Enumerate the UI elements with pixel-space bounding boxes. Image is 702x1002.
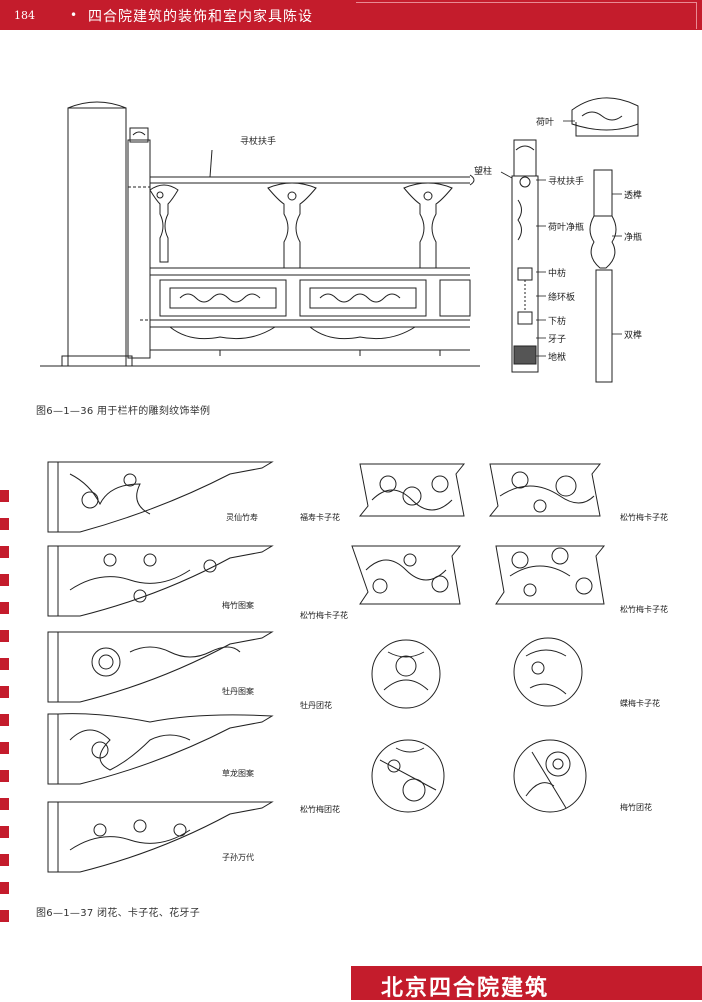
side-mark: [0, 882, 9, 894]
side-mark: [0, 854, 9, 866]
round-flower-drawing: [513, 637, 583, 707]
clip-flower-label: 松竹梅卡子花: [300, 610, 348, 620]
bracket-drawing: [47, 801, 274, 873]
vase-ornament: [149, 184, 179, 263]
running-title: 四合院建筑的装饰和室内家具陈设: [88, 9, 313, 25]
label-post: 望柱: [474, 165, 492, 177]
label-double-tenon: 双榫: [624, 329, 642, 341]
side-mark: [0, 602, 9, 614]
tenon-detail: [589, 169, 617, 383]
clip-flower-label: 福寿卡子花: [300, 512, 340, 522]
round-flower-drawing: [513, 739, 587, 813]
bracket-drawing: [47, 631, 274, 703]
side-mark: [0, 714, 9, 726]
clip-flower-label: 松竹梅卡子花: [620, 604, 668, 614]
label-bracket: 牙子: [548, 334, 566, 345]
round-flower-drawing: [371, 739, 445, 813]
label-lotus-vase: 荷叶净瓶: [548, 221, 584, 233]
label-lower-rail: 下枋: [548, 315, 566, 327]
clip-flower-label: 松竹梅卡子花: [620, 512, 668, 522]
label-ground-beam: 地栿: [548, 351, 566, 363]
bracket-label: 子孙万代: [222, 852, 254, 862]
round-flower-drawings: [371, 637, 587, 813]
side-mark: [0, 546, 9, 558]
vase-ornament: [267, 182, 317, 269]
side-mark: [0, 770, 9, 782]
side-mark: [0, 742, 9, 754]
clip-flower-drawings: [351, 463, 606, 605]
figure-caption-railing: 图6—1—36 用于栏杆的雕刻纹饰举例: [36, 406, 211, 417]
railing-elevation-drawing: [40, 101, 480, 367]
bracket-drawing: [47, 713, 274, 785]
side-mark: [0, 798, 9, 810]
side-mark: [0, 574, 9, 586]
label-handrail: 寻杖扶手: [240, 135, 276, 147]
label-through-tenon: 透榫: [624, 189, 642, 201]
vase-ornament: [403, 182, 453, 269]
page-header: 184 • 四合院建筑的装饰和室内家具陈设: [0, 0, 702, 30]
side-tab-marks: [0, 490, 9, 922]
label-handrail-right: 寻杖扶手: [548, 175, 584, 187]
label-lotus-leaf: 荷叶: [536, 117, 554, 128]
clip-flower-label: 松竹梅团花: [300, 804, 340, 814]
side-mark: [0, 518, 9, 530]
lotus-leaf-detail: [571, 97, 639, 137]
label-vase: 净瓶: [624, 231, 642, 243]
page-footer: 北京四合院建筑: [351, 966, 702, 1001]
clip-flower-label: 牡丹团花: [300, 700, 332, 710]
clip-flower-drawing: [351, 545, 462, 605]
header-frame-line: [356, 2, 697, 29]
side-mark: [0, 686, 9, 698]
clip-flower-drawing: [358, 463, 466, 517]
bracket-label: 梅竹图案: [222, 600, 254, 610]
bracket-drawing: [47, 545, 274, 617]
label-middle-rail: 中枋: [548, 267, 566, 279]
bracket-drawing: [47, 461, 274, 533]
figure-caption-flowers: 图6—1—37 闭花、卡子花、花牙子: [36, 908, 201, 919]
page-number: 184: [14, 9, 35, 22]
clip-flower-drawing: [495, 545, 606, 605]
railing-section-drawing: [511, 139, 539, 373]
clip-flower-drawing: [488, 463, 602, 517]
clip-flower-label: 蝶梅卡子花: [620, 698, 660, 708]
header-bullet: •: [70, 8, 78, 22]
leader-lines: [500, 120, 622, 357]
book-title: 北京四合院建筑: [381, 975, 550, 1001]
round-flower-drawing: [371, 639, 441, 709]
side-mark: [0, 658, 9, 670]
bracket-label: 草龙图案: [222, 768, 254, 778]
side-mark: [0, 910, 9, 922]
side-mark: [0, 490, 9, 502]
side-mark: [0, 630, 9, 642]
side-mark: [0, 826, 9, 838]
label-ring-board: 绦环板: [548, 291, 575, 303]
bracket-drawings: [47, 461, 274, 873]
bracket-label: 灵仙竹寿: [226, 512, 258, 522]
clip-flower-label: 梅竹团花: [620, 802, 652, 812]
bracket-label: 牡丹图案: [222, 686, 254, 696]
